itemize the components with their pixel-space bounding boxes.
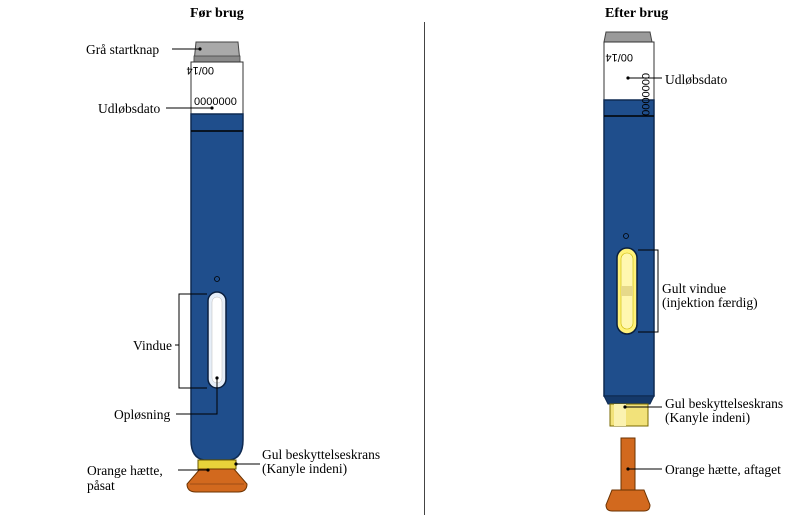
label-cap-on-2: påsat — [87, 478, 115, 493]
label-cap-removed: Orange hætte, aftaget — [665, 462, 781, 477]
after-window-dot — [623, 233, 629, 239]
window-dot — [214, 276, 220, 282]
removed-cap-base — [605, 489, 651, 512]
after-top-cap — [603, 31, 653, 43]
orange-cap — [186, 468, 248, 493]
yellow-collar — [197, 459, 237, 470]
after-label-date: 00/14 — [605, 51, 633, 63]
label-expiry-before: Udløbsdato — [98, 101, 161, 116]
panel-divider — [424, 22, 425, 515]
before-label-date: 00/14 — [186, 64, 214, 76]
label-yellow-window-2: (injektion færdig) — [662, 295, 758, 310]
before-title: Før brug — [190, 6, 244, 21]
label-yellow-window-1: Gult vindue — [662, 281, 727, 296]
pen-after — [603, 31, 662, 512]
label-window: Vindue — [133, 338, 172, 353]
after-expiry-label-area — [603, 41, 655, 101]
label-collar-after-2: (Kanyle indeni) — [665, 410, 751, 425]
label-solution: Opløsning — [114, 407, 171, 422]
label-collar-after-1: Gul beskyttelseskrans — [665, 396, 784, 411]
label-expiry-after: Udløbsdato — [665, 72, 728, 87]
label-grey-start-button: Grå startknap — [86, 42, 160, 57]
after-title: Efter brug — [605, 6, 669, 21]
start-button-band — [193, 55, 241, 63]
expiry-label-area — [190, 61, 244, 115]
removed-cap-stem — [620, 437, 636, 491]
label-collar-before-1: Gul beskyttelseskrans — [262, 447, 381, 462]
window-inner — [211, 296, 223, 384]
pen-before — [166, 41, 260, 493]
after-label-lot: 0000000 — [639, 73, 651, 116]
before-label-lot: 0000000 — [194, 96, 237, 108]
label-collar-before-2: (Kanyle indeni) — [262, 461, 348, 476]
label-cap-on-1: Orange hætte, — [87, 463, 163, 478]
